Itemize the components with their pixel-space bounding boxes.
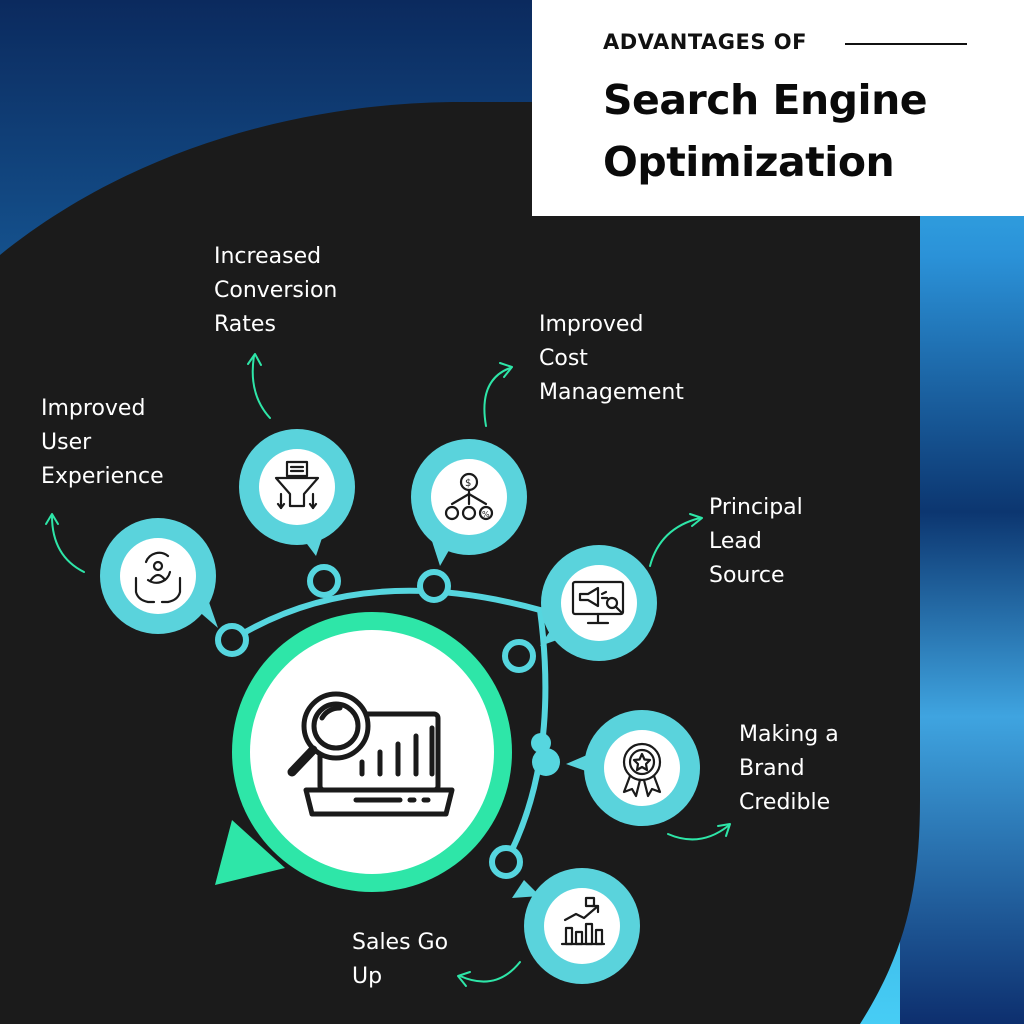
arrow-left-6	[459, 961, 521, 983]
arrow-up-left-1-head	[45, 513, 59, 525]
connector-nodes	[215, 564, 536, 879]
headline-line-1: Search Engine	[603, 76, 928, 124]
label-improved-user-experience: Improved User Experience	[41, 396, 164, 489]
node-4	[502, 639, 536, 673]
arrow-right-5	[667, 825, 729, 841]
eyebrow-rule	[845, 43, 967, 45]
dollar-percent-gears-icon: $ %	[444, 472, 494, 521]
arrow-left-6-head	[457, 971, 471, 987]
node-2	[307, 564, 341, 598]
bar-chart-growth-icon	[560, 896, 606, 946]
arrow-up-3-head	[499, 362, 513, 378]
arrow-right-4	[649, 517, 701, 567]
label-principal-lead-source: Principal Lead Source	[709, 495, 803, 588]
arrows	[45, 353, 731, 987]
arrow-up-left-1	[51, 515, 85, 573]
node-5-top	[531, 733, 551, 753]
connector-arc	[230, 587, 549, 864]
monitor-megaphone-icon	[571, 580, 625, 625]
arrow-up-2	[251, 355, 271, 419]
svg-text:$: $	[465, 478, 471, 489]
funnel-document-icon	[274, 460, 320, 510]
label-sales-go-up: Sales Go Up	[352, 930, 449, 989]
label-improved-cost-management: Improved Cost Management	[539, 312, 684, 405]
node-1	[215, 623, 249, 657]
headline-line-2: Optimization	[603, 138, 895, 186]
node-3	[417, 569, 451, 603]
award-badge-icon	[622, 742, 662, 798]
svg-text:%: %	[482, 510, 490, 519]
title-box	[532, 0, 1024, 216]
bubble-sales-go-up	[512, 868, 640, 984]
node-5	[532, 748, 560, 776]
hands-user-cycle-icon	[134, 551, 182, 604]
label-making-a-brand-credible: Making a Brand Credible	[739, 722, 839, 815]
bubble-making-a-brand-credible	[566, 710, 700, 826]
arrow-up-2-head	[247, 353, 262, 366]
laptop-magnifier-chart-icon	[287, 691, 455, 817]
node-6	[489, 845, 523, 879]
arrow-right-5-head	[717, 823, 731, 837]
center-bubble	[215, 612, 512, 892]
label-increased-conversion-rates: Increased Conversion Rates	[214, 244, 338, 337]
bubble-increased-conversion-rates	[239, 429, 355, 556]
arrow-up-3	[483, 367, 511, 427]
arrow-right-4-head	[689, 513, 703, 527]
eyebrow-text: ADVANTAGES OF	[603, 30, 808, 54]
